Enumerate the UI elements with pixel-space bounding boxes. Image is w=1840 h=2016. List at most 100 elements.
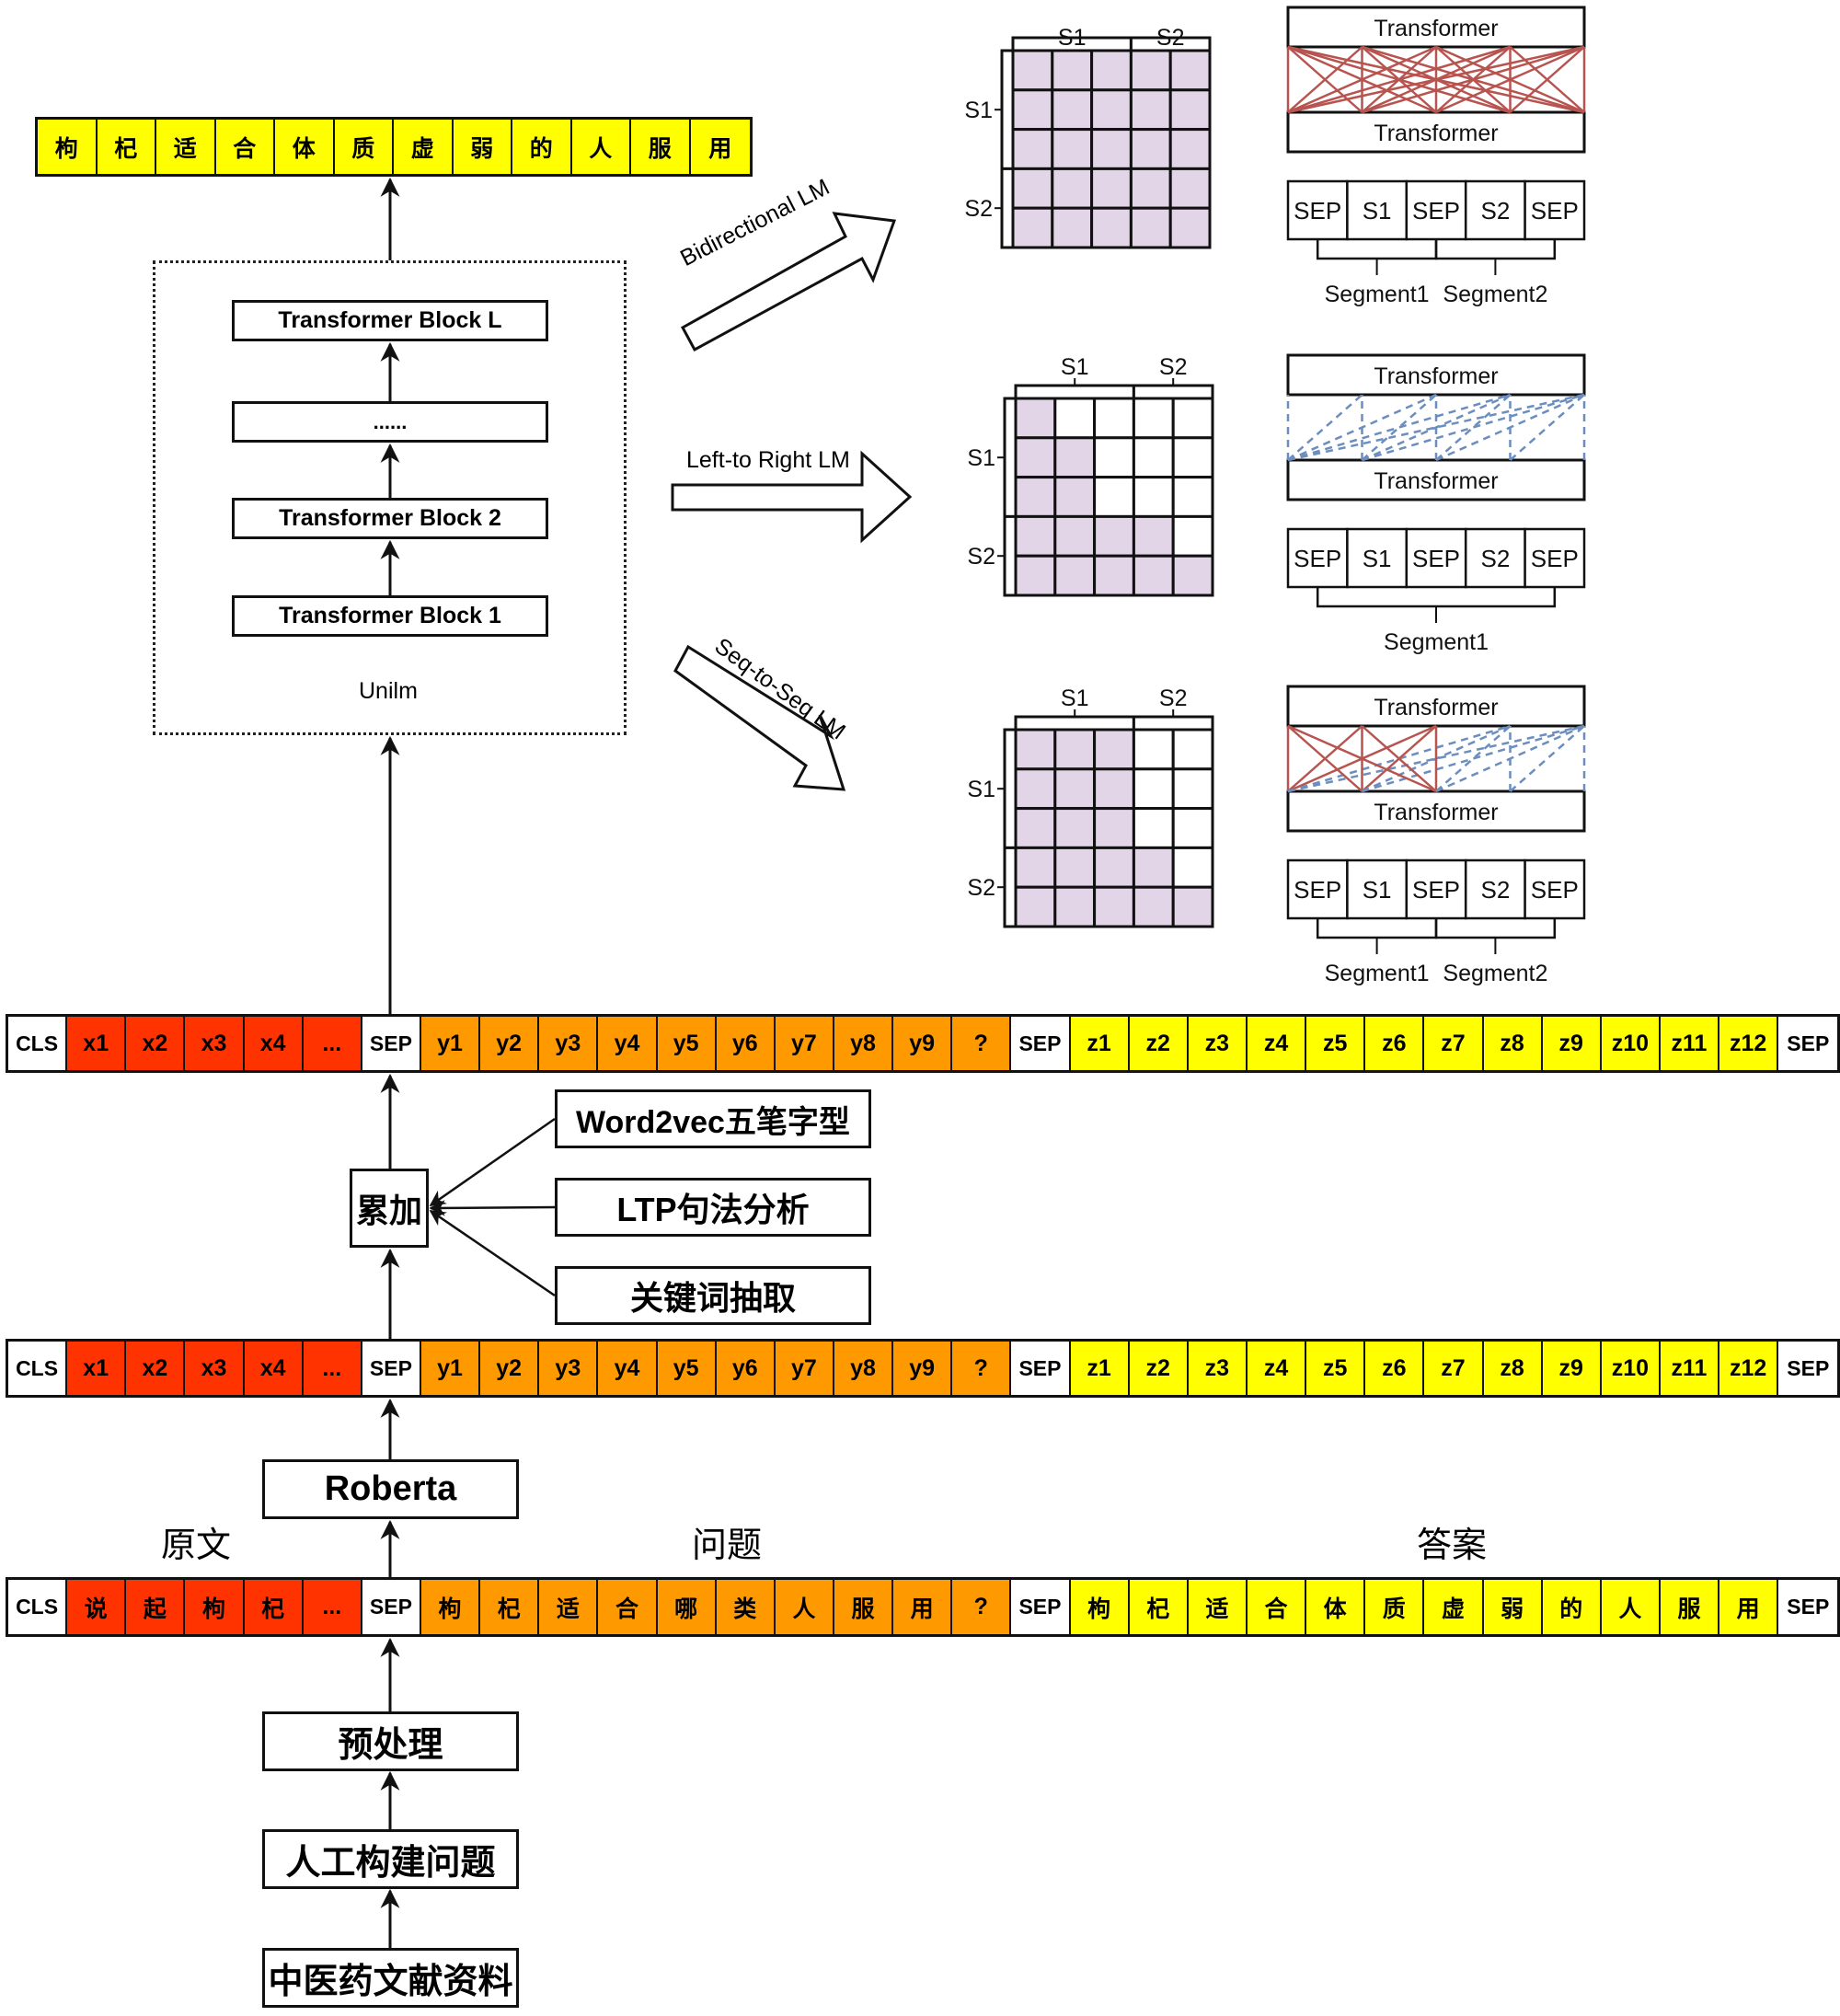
segment-token-label: S1 <box>1363 876 1392 904</box>
segment-token-label: S2 <box>1480 876 1510 904</box>
col-label-s2: S2 <box>1156 25 1185 51</box>
mask-cell <box>1053 767 1097 811</box>
mask-cell <box>1093 397 1135 440</box>
segment-token-label: SEP <box>1412 545 1460 572</box>
attention-link-full <box>1287 725 1363 792</box>
feature-word2vec-label: Word2vec五笔字型 <box>576 1104 850 1140</box>
attention-link-masked <box>1435 394 1512 461</box>
token-special: SEP <box>362 1342 421 1395</box>
transformer-block-ellipsis: ...... <box>232 401 548 443</box>
mask-cell <box>1171 846 1214 889</box>
feature-word2vec-box: Word2vec五笔字型 <box>555 1089 871 1148</box>
token-special: SEP <box>362 1580 421 1634</box>
col-bracket-s1 <box>1014 384 1135 400</box>
token-answer: z6 <box>1365 1017 1425 1070</box>
token-answer: z5 <box>1306 1017 1366 1070</box>
segment-token-cell <box>1346 527 1409 589</box>
token-passage: x2 <box>126 1342 186 1395</box>
attention-link-masked <box>1509 394 1585 461</box>
token-question: y9 <box>893 1342 953 1395</box>
mask-cell <box>1051 49 1094 92</box>
token-question: y1 <box>420 1342 481 1395</box>
token-passage: ... <box>303 1580 362 1634</box>
row-label-s1: S1 <box>967 777 995 802</box>
col-label-s1: S1 <box>1061 685 1089 711</box>
mask-cell <box>1051 128 1094 170</box>
roberta-box: Roberta <box>262 1459 519 1519</box>
mask-cell <box>1090 128 1133 170</box>
token-answer: z12 <box>1719 1017 1779 1070</box>
output-token: 体 <box>275 120 335 174</box>
segment-token-label: S2 <box>1480 197 1510 225</box>
token-answer: 枸 <box>1070 1580 1130 1634</box>
transformer-bottom-box <box>1286 458 1586 501</box>
token-question: 合 <box>598 1580 658 1634</box>
mask-cell <box>1014 846 1057 889</box>
col-label-s1: S1 <box>1058 25 1087 51</box>
token-answer: z10 <box>1601 1017 1661 1070</box>
token-answer: 质 <box>1365 1580 1425 1634</box>
segment-token-label: S2 <box>1480 545 1510 572</box>
token-answer: 服 <box>1660 1580 1720 1634</box>
mask-cell <box>1014 476 1057 518</box>
mask-cell <box>1168 49 1212 92</box>
token-answer: z8 <box>1483 1342 1543 1395</box>
token-question: y3 <box>539 1017 599 1070</box>
mask-cell <box>1171 885 1214 928</box>
mask-cell <box>1053 554 1097 597</box>
token-question: y5 <box>657 1342 717 1395</box>
token-answer: z7 <box>1424 1342 1484 1395</box>
mask-cell <box>1053 728 1097 771</box>
mask-cell <box>1093 885 1135 928</box>
token-question: y6 <box>716 1342 776 1395</box>
token-answer: z7 <box>1424 1017 1484 1070</box>
token-question: 服 <box>834 1580 894 1634</box>
token-question: y9 <box>893 1017 953 1070</box>
mask-cell <box>1171 554 1214 597</box>
transformer-block-2: Transformer Block 2 <box>232 498 548 539</box>
token-passage: 说 <box>67 1580 127 1634</box>
sum-label: 累加 <box>355 1192 422 1229</box>
segment-token-cell <box>1286 527 1349 589</box>
token-answer: z12 <box>1719 1342 1779 1395</box>
segment-token-cell <box>1405 179 1467 241</box>
mask-cell <box>1132 807 1175 849</box>
token-answer: z11 <box>1660 1342 1720 1395</box>
token-question: 类 <box>716 1580 776 1634</box>
token-answer: z9 <box>1542 1342 1602 1395</box>
segment1-label: Segment1 <box>1325 282 1430 307</box>
transformer-top-label: Transformer <box>1374 16 1498 41</box>
mask-cell <box>1168 128 1212 170</box>
token-answer: 用 <box>1719 1580 1779 1634</box>
attention-link-masked <box>1435 725 1512 792</box>
output-token: 服 <box>631 120 691 174</box>
mask-cell <box>1168 206 1212 249</box>
token-passage: x4 <box>244 1017 304 1070</box>
mask-cell <box>1132 514 1175 558</box>
token-answer: z6 <box>1365 1342 1425 1395</box>
mask-cell <box>1093 846 1135 889</box>
segment-token-cell <box>1464 858 1526 920</box>
token-question: y5 <box>657 1017 717 1070</box>
token-special: SEP <box>1778 1342 1838 1395</box>
mask-cell <box>1171 514 1214 558</box>
transformer-top-label: Transformer <box>1374 695 1498 720</box>
token-answer: 体 <box>1306 1580 1366 1634</box>
token-question: y7 <box>775 1017 834 1070</box>
attention-link-full <box>1287 45 1511 114</box>
transformer-bottom-label: Transformer <box>1374 800 1498 825</box>
left-to-right-arrow-icon <box>671 450 913 544</box>
segment-token-cell <box>1524 179 1586 241</box>
token-answer: 合 <box>1247 1580 1307 1634</box>
token-answer: z8 <box>1483 1017 1543 1070</box>
tcm-literature-label: 中医药文献资料 <box>268 1963 513 2001</box>
ellipsis-label: ...... <box>373 409 408 433</box>
token-answer: 杞 <box>1129 1580 1189 1634</box>
roberta-label: Roberta <box>324 1469 457 1508</box>
segment2-label: Segment2 <box>1443 961 1547 986</box>
token-question: 枸 <box>420 1580 481 1634</box>
bidirectional-arrow-icon <box>680 212 897 352</box>
output-token: 质 <box>334 120 394 174</box>
